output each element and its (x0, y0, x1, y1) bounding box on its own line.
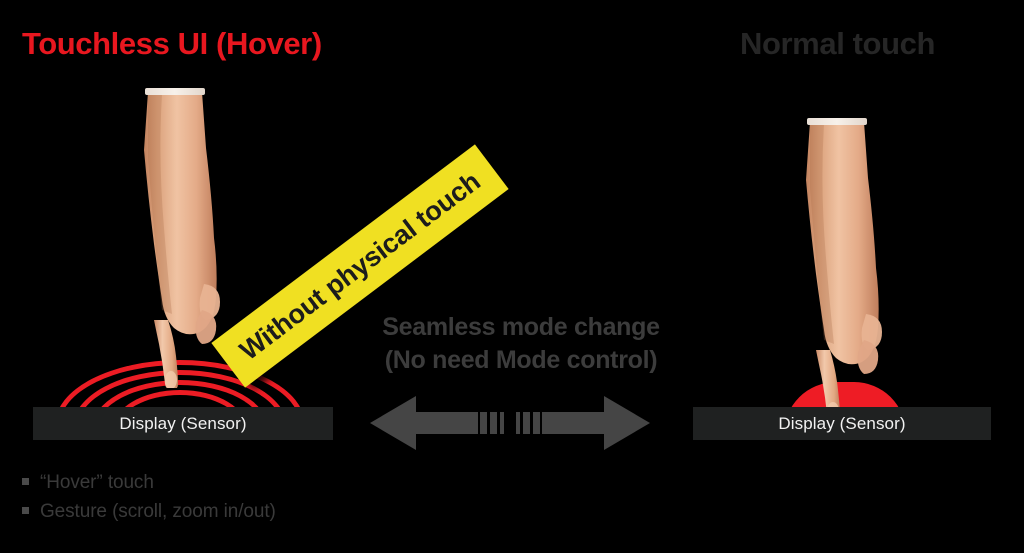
seamless-mode-change-caption: Seamless mode change (No need Mode contr… (356, 311, 686, 377)
caption-line-2: (No need Mode control) (384, 346, 658, 374)
list-item: Gesture (scroll, zoom in/out) (22, 501, 276, 523)
bullet-square-icon (22, 507, 29, 514)
page-title-touchless: Touchless UI (Hover) (22, 26, 322, 61)
bullet-label: “Hover” touch (40, 472, 154, 493)
hand-touching-illustration (790, 118, 900, 418)
list-item: “Hover” touch (22, 472, 276, 494)
display-sensor-bar-left: Display (Sensor) (33, 407, 333, 440)
bullet-square-icon (22, 478, 29, 485)
display-sensor-label-right: Display (Sensor) (778, 413, 906, 433)
display-sensor-label-left: Display (Sensor) (119, 413, 247, 433)
mode-change-arrows (360, 392, 660, 454)
arrow-left-icon (370, 396, 504, 450)
arrow-right-icon (516, 396, 650, 450)
caption-line-1: Seamless mode change (382, 313, 660, 341)
hand-hovering-illustration (128, 88, 238, 388)
page-title-normal-touch: Normal touch (740, 26, 935, 61)
feature-bullet-list: “Hover” touch Gesture (scroll, zoom in/o… (22, 472, 276, 530)
display-sensor-bar-right: Display (Sensor) (693, 407, 991, 440)
hover-field-arcs (40, 348, 310, 410)
bullet-label: Gesture (scroll, zoom in/out) (40, 501, 276, 522)
